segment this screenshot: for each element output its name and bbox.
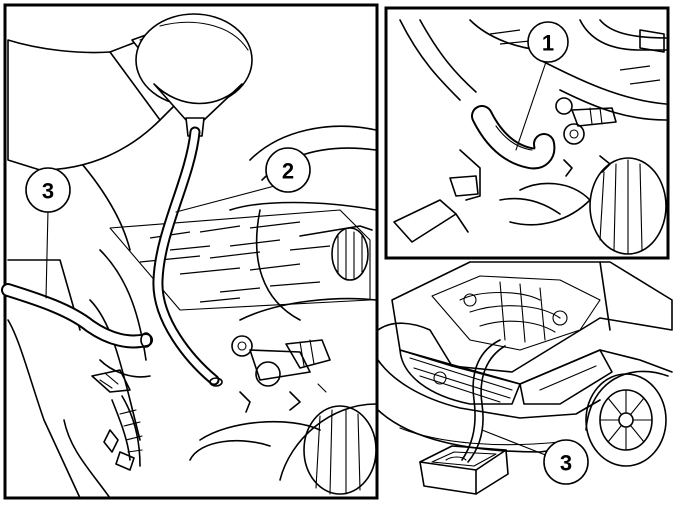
inset-hose — [471, 105, 556, 170]
callout-2-number: 2 — [282, 159, 294, 184]
callout-1-number: 1 — [542, 31, 554, 56]
engine-surface-hatching — [109, 209, 371, 311]
callout-1: 1 — [527, 21, 569, 63]
callout-3-car-number: 3 — [560, 451, 572, 476]
callout-3-main: 3 — [25, 167, 71, 213]
sensor-connector — [231, 335, 331, 413]
drain-hose — [1, 283, 153, 349]
leader-line-1 — [515, 55, 549, 151]
callout-2: 2 — [265, 147, 311, 193]
drain-pan — [419, 445, 509, 495]
fill-hose — [152, 126, 223, 387]
leader-line-2 — [175, 183, 283, 213]
leader-line-3 — [45, 209, 49, 299]
inset-detail-panel: 1 — [384, 6, 670, 260]
front-wheel — [585, 370, 669, 467]
car-front-view — [377, 261, 673, 495]
callout-3-number: 3 — [42, 179, 54, 204]
main-detail-panel: 2 3 — [1, 3, 379, 500]
callout-3-car: 3 — [543, 439, 589, 485]
